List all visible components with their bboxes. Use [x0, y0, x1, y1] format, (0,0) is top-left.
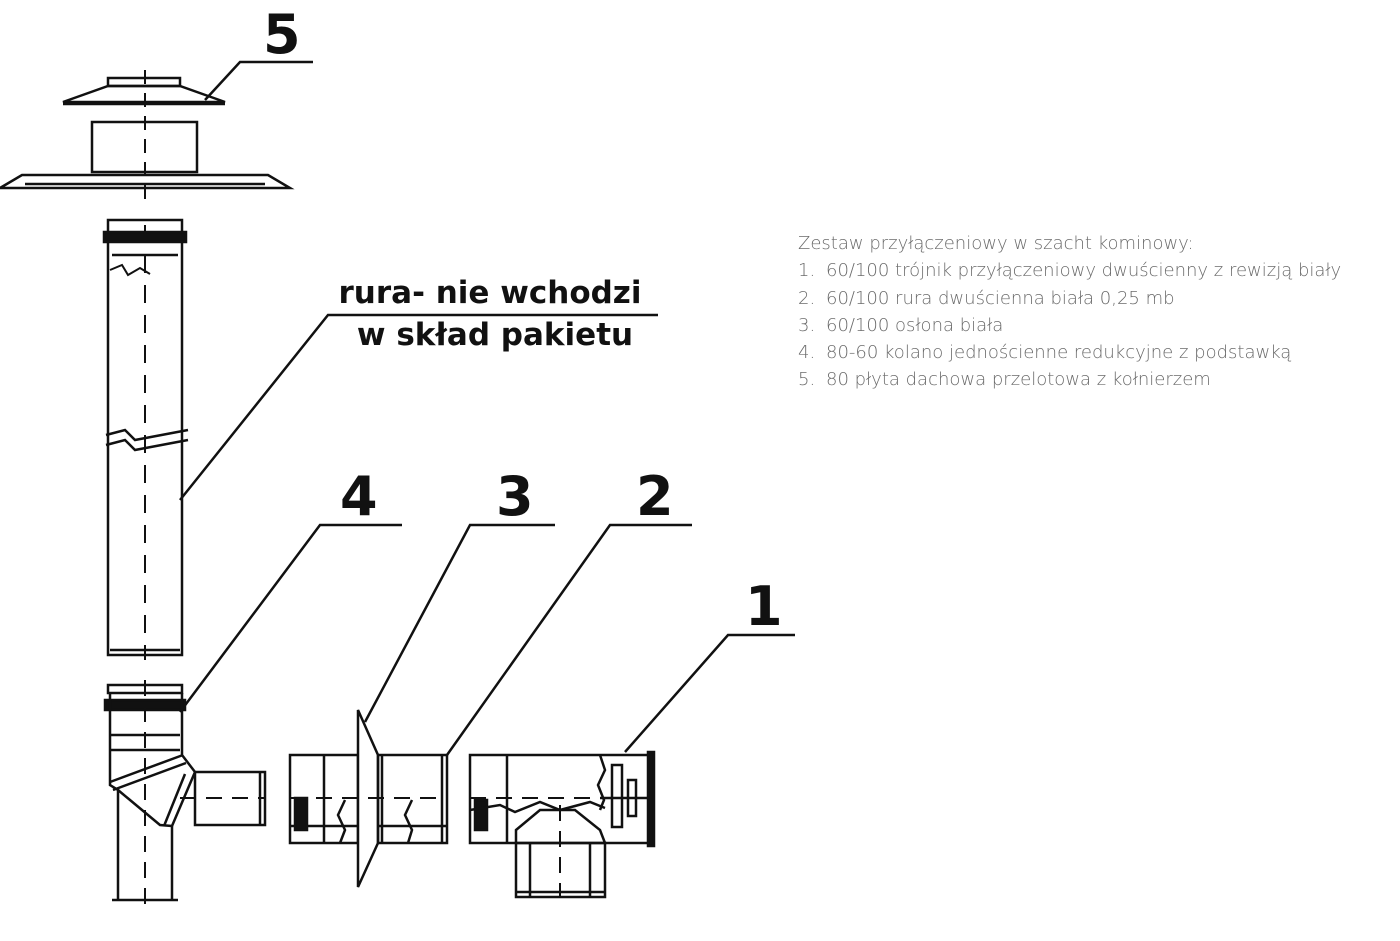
pipe-note-line1: rura- nie wchodzi [338, 275, 642, 311]
legend-item: 3.60/100 osłona biała [798, 314, 1004, 336]
roof-plate-drawing [0, 70, 295, 200]
legend-item: 5.80 płyta dachowa przelotowa z kołnierz… [798, 369, 1211, 391]
callout-4: 4 [340, 465, 378, 528]
callout-3: 3 [496, 465, 534, 528]
callout-1: 1 [745, 575, 783, 638]
callout-5: 5 [263, 3, 301, 66]
double-wall-pipe-and-cover-drawing [288, 709, 449, 888]
leader-lines [178, 60, 795, 756]
legend-item: 1.60/100 trójnik przyłączeniowy dwuścien… [798, 260, 1342, 282]
legend-title: Zestaw przyłączeniowy w szacht kominowy: [798, 233, 1194, 254]
callout-2: 2 [636, 465, 674, 528]
pipe-note-line2: w skład pakietu [356, 317, 634, 353]
elbow-drawing [103, 680, 267, 908]
parts-legend: Zestaw przyłączeniowy w szacht kominowy:… [798, 230, 1341, 394]
tee-drawing [468, 750, 656, 899]
legend-item: 2.60/100 rura dwuścienna biała 0,25 mb [798, 287, 1175, 309]
pipe-drawing [102, 218, 189, 660]
legend-item: 4.80-60 kolano jednościenne redukcyjne z… [798, 342, 1292, 364]
